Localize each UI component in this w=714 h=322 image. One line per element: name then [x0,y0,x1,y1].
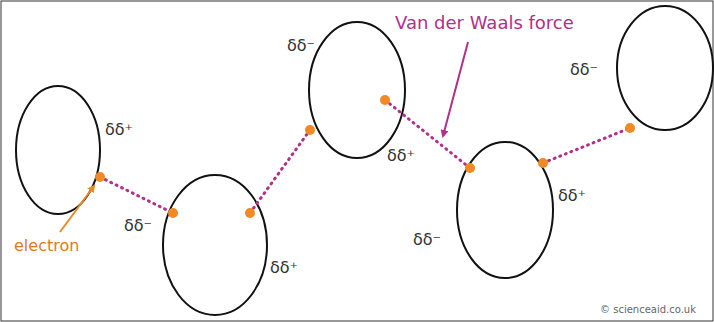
leader-arrow [60,186,94,232]
van-der-waals-line [543,128,630,163]
electron-label: electron [14,236,79,255]
van-der-waals-line [100,177,173,213]
charge-label: δδ⁺ [387,146,415,165]
charge-label: δδ⁻ [287,36,315,55]
electron-dot [538,158,548,168]
electron-dot [168,208,178,218]
van-der-waals-line [385,100,470,168]
electron-dot [95,172,105,182]
atom [163,175,267,315]
atom [309,22,405,158]
charge-label: δδ⁺ [270,258,298,277]
electron-dot [245,208,255,218]
leader-arrow [443,42,468,136]
van-der-waals-line [250,130,310,213]
force-label: Van der Waals force [395,12,574,34]
charge-label: δδ⁺ [105,120,133,139]
atom [457,142,553,278]
electron-dot [380,95,390,105]
electron-dot [465,163,475,173]
charge-label: δδ⁻ [413,230,441,249]
electron-dot [625,123,635,133]
charge-label: δδ⁻ [124,216,152,235]
charge-label: δδ⁺ [558,186,586,205]
charge-label: δδ⁻ [570,60,598,79]
atom [617,6,713,130]
electron-dot [305,125,315,135]
watermark: © scienceaid.co.uk [600,304,696,316]
